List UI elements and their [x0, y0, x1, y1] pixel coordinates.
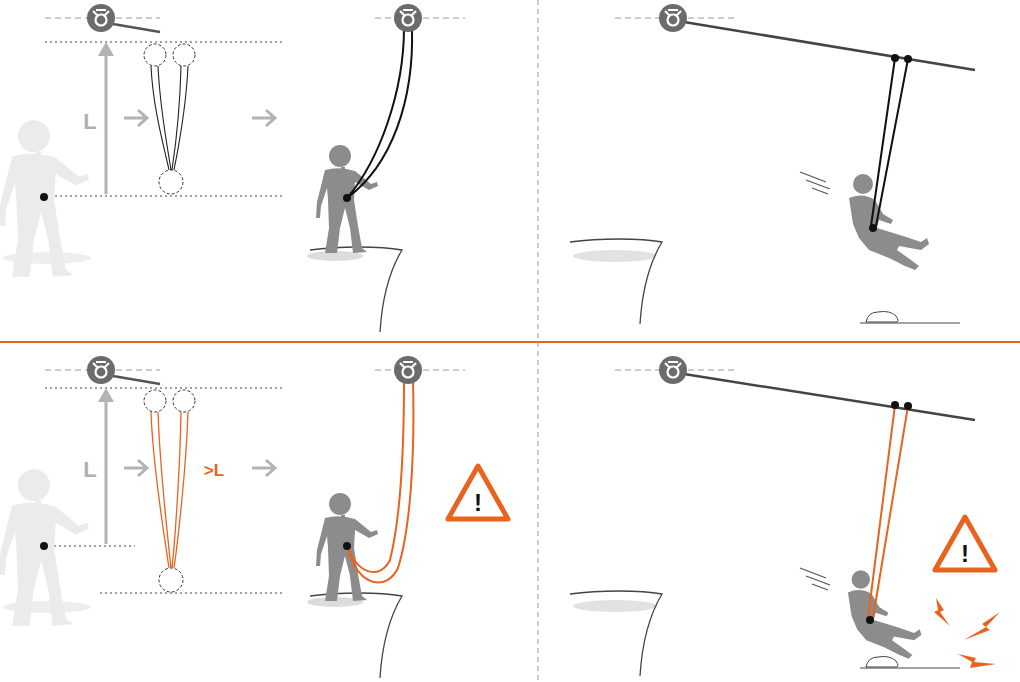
top-right-panel [570, 4, 975, 324]
top-right-panel [869, 224, 877, 232]
warning-triangle [935, 517, 995, 570]
bottom-left-panel [45, 388, 282, 389]
dimension-label: L [83, 111, 96, 133]
top-right-panel [849, 174, 929, 270]
impact-bolt [958, 654, 996, 668]
bottom-right-panel [891, 401, 899, 409]
warning-mark: ! [961, 542, 969, 566]
top-left-panel [0, 120, 89, 277]
bottom-left-panel [116, 370, 160, 371]
top-left-panel [124, 110, 147, 126]
bottom-left-panel [113, 376, 160, 384]
bottom-right-panel [868, 405, 908, 618]
bottom-left-panel [124, 460, 147, 476]
top-left-panel [343, 194, 351, 202]
bottom-left-panel [173, 390, 195, 412]
bottom-left-panel [0, 356, 508, 678]
bottom-left-panel [44, 546, 135, 547]
warning-mark: ! [474, 491, 482, 515]
top-left-panel [394, 4, 422, 32]
bottom-left-panel [40, 542, 48, 550]
bottom-left-panel [45, 370, 88, 371]
top-right-panel [659, 4, 687, 32]
bottom-left-panel [394, 356, 422, 384]
impact-bolt [934, 598, 950, 626]
top-left-panel [113, 24, 160, 32]
bottom-right-panel [659, 356, 687, 384]
top-right-panel [800, 172, 830, 194]
bottom-left-panel [375, 370, 395, 371]
bottom-left-panel [100, 593, 282, 594]
bottom-left-panel [105, 398, 108, 544]
bottom-left-panel [347, 380, 413, 582]
top-left-panel [347, 28, 412, 198]
top-right-panel [573, 250, 657, 262]
top-right-panel [684, 22, 975, 70]
top-right-panel [688, 18, 735, 19]
top-left-panel [316, 145, 378, 253]
top-right-panel [866, 312, 898, 323]
top-left-panel [45, 42, 282, 43]
bottom-right-panel [684, 374, 975, 420]
top-right-panel [860, 323, 960, 324]
bottom-right-panel [688, 370, 735, 371]
dimension-label: L [83, 459, 96, 481]
top-left-panel [310, 247, 402, 332]
bottom-left-panel [423, 370, 465, 371]
top-left-panel [105, 52, 108, 194]
bottom-right-panel [570, 356, 1000, 676]
bottom-right-panel [615, 370, 660, 371]
top-right-panel [570, 239, 662, 324]
bottom-left-panel [159, 568, 183, 592]
top-left-panel [144, 44, 166, 66]
top-left-panel [40, 193, 48, 201]
top-left-panel [151, 66, 188, 170]
bottom-right-panel [904, 402, 912, 410]
bottom-right-panel [866, 657, 898, 668]
top-right-panel [615, 18, 660, 19]
top-left-panel [375, 18, 395, 19]
top-right-panel [904, 55, 912, 63]
panel-divider [538, 0, 539, 682]
bottom-left-panel [151, 412, 188, 568]
top-left-panel [45, 18, 88, 19]
top-left-panel [423, 18, 465, 19]
top-left-panel [252, 110, 275, 126]
bottom-left-panel [310, 593, 402, 678]
bottom-left-panel [252, 460, 275, 476]
bottom-right-panel [570, 591, 662, 676]
top-left-panel [173, 44, 195, 66]
bottom-right-panel [860, 668, 960, 669]
bottom-right-panel [866, 616, 874, 624]
top-left-panel [116, 18, 160, 19]
top-left-panel [0, 4, 465, 332]
top-right-panel [871, 58, 908, 226]
impact-bolt [964, 612, 1000, 640]
bottom-left-panel [343, 542, 351, 550]
warning-triangle [448, 466, 508, 519]
bottom-right-panel [848, 570, 922, 658]
bottom-left-panel [316, 493, 378, 601]
bottom-left-panel [98, 388, 114, 402]
dimension-label: >L [204, 462, 224, 479]
bottom-left-panel [144, 390, 166, 412]
top-left-panel [30, 196, 282, 197]
bottom-left-panel [87, 356, 115, 384]
bottom-right-panel [573, 600, 657, 612]
panel-divider [0, 341, 1020, 343]
top-left-panel [159, 170, 183, 194]
top-left-panel [98, 42, 114, 56]
bottom-left-panel [0, 469, 89, 626]
top-right-panel [891, 54, 899, 62]
bottom-right-panel [800, 568, 830, 590]
top-left-panel [87, 4, 115, 32]
